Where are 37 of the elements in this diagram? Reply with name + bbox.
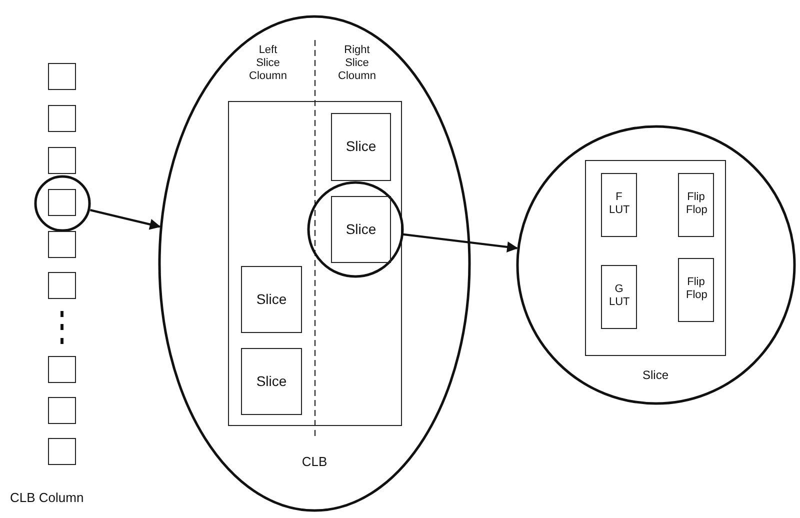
flip-flop-box (678, 258, 714, 322)
slice-container (228, 101, 402, 426)
zoom-circle (307, 181, 404, 278)
column-heading: Right Slice Cloumn (337, 44, 377, 84)
arrow (90, 209, 161, 230)
node-label: Slice (641, 369, 670, 383)
node-label: Flip Flop (685, 191, 708, 216)
column-square (48, 356, 76, 383)
node-label: CLB (300, 455, 328, 470)
column-square (48, 397, 76, 424)
zoom-circle (34, 175, 91, 232)
slice-box (241, 348, 302, 415)
node-label: Flip Flop (685, 276, 708, 302)
slice-box (241, 266, 302, 333)
caption: CLB Column (10, 490, 85, 506)
column-heading: Left Slice Cloumn (248, 44, 288, 84)
slice-box (331, 113, 391, 181)
node-label: F LUT (608, 191, 631, 216)
column-square (48, 272, 76, 299)
column-square (48, 105, 76, 132)
lut-box (601, 173, 637, 237)
column-square (48, 438, 76, 465)
column-square (48, 231, 76, 258)
clb-ellipse (158, 15, 471, 512)
flip-flop-box (678, 173, 714, 237)
node-label: Slice (255, 373, 288, 390)
node-label: Slice (344, 138, 378, 154)
column-square (48, 147, 76, 174)
zoom-circle (516, 125, 796, 405)
column-square (48, 63, 76, 90)
arrow (402, 233, 518, 252)
column-square (48, 189, 76, 216)
node-label: G LUT (608, 283, 631, 308)
slice-box (331, 196, 391, 263)
node-label: Slice (344, 221, 378, 238)
node-label: Slice (255, 291, 288, 308)
lut-box (601, 265, 637, 329)
